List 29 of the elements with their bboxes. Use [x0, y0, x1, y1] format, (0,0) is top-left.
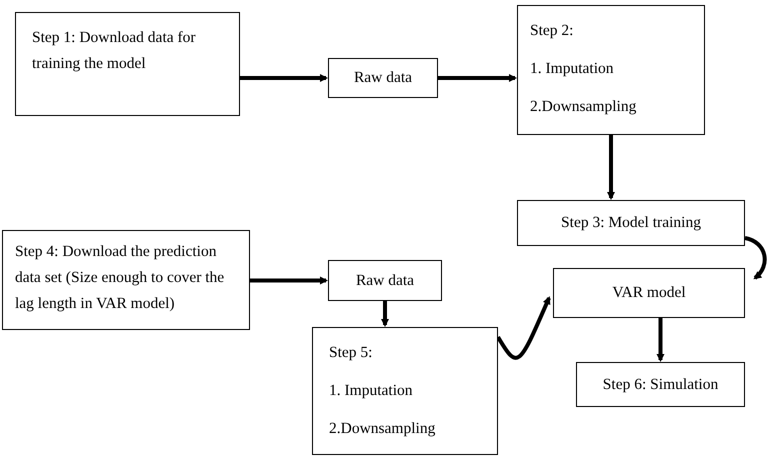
step-text: 1. Imputation	[530, 59, 614, 79]
step-text: 2.Downsampling	[530, 97, 636, 117]
step-text: VAR model	[612, 283, 686, 303]
process-box	[553, 268, 745, 318]
step-text: Raw data	[354, 68, 412, 88]
arrow	[250, 276, 328, 284]
step-text: Step 3: Model training	[561, 213, 701, 233]
step-text: 1. Imputation	[329, 381, 413, 401]
process-box	[576, 362, 745, 407]
process-box	[15, 12, 240, 116]
process-box	[517, 5, 705, 135]
arrow	[656, 318, 664, 362]
step-text: Step 2:	[530, 21, 574, 41]
step-text: Step 5:	[329, 343, 372, 363]
process-box	[328, 58, 438, 98]
arrow	[240, 74, 328, 82]
step-text: 2.Downsampling	[329, 419, 436, 439]
arrow	[381, 301, 389, 327]
step-text: Raw data	[356, 270, 414, 290]
arrow	[607, 135, 615, 200]
process-box	[2, 230, 250, 330]
step-text: Step 4: Download the prediction data set (Size enough to cover the lag length in VAR model)	[15, 242, 226, 314]
process-box	[328, 260, 442, 301]
arrow	[496, 296, 551, 360]
process-box	[312, 327, 498, 455]
process-box	[517, 200, 745, 246]
step-text: Step 1: Download data for training the model	[32, 28, 197, 74]
step-text: Step 6: Simulation	[602, 374, 718, 394]
arrow	[438, 74, 517, 82]
